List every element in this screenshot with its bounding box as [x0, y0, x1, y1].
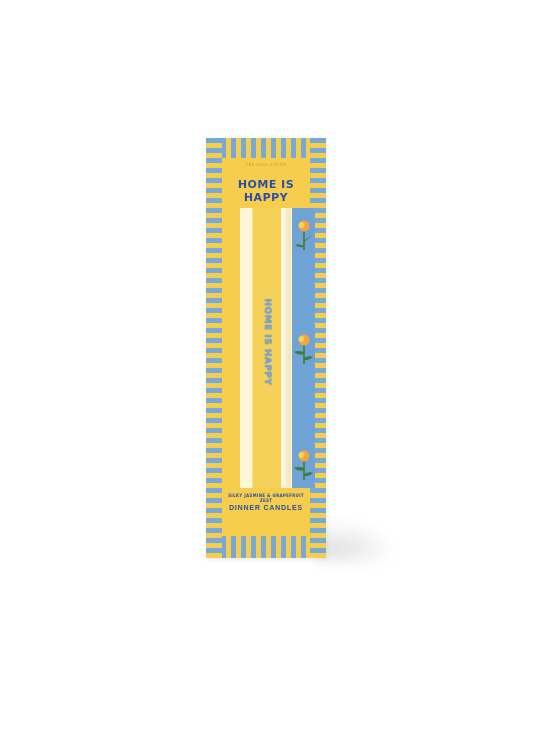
flower-icon [295, 220, 313, 250]
candle-box: THE SOUL SOUND HOME IS HAPPY HOME IS HAP… [206, 138, 326, 558]
headline: HOME IS HAPPY [222, 178, 310, 204]
blue-candle [292, 208, 315, 488]
product-title: DINNER CANDLES [229, 505, 303, 512]
headline-line-2: HAPPY [243, 191, 289, 204]
left-stripes [206, 138, 222, 558]
box-shadow [318, 520, 398, 562]
flower-icon [294, 450, 313, 480]
scent-subtitle: SILKY JASMINE & GRAPEFRUIT ZEST [228, 493, 304, 503]
flower-icon [294, 334, 313, 364]
brand-mark: THE SOUL SOUND [245, 162, 287, 167]
yellow-candle: HOME IS HAPPY [252, 208, 281, 488]
label-panel: THE SOUL SOUND HOME IS HAPPY HOME IS HAP… [222, 158, 315, 536]
candle-text: HOME IS HAPPY [262, 298, 272, 386]
headline-line-1: HOME IS [237, 178, 295, 191]
white-candle [282, 208, 291, 488]
candle-window: HOME IS HAPPY [240, 208, 315, 488]
